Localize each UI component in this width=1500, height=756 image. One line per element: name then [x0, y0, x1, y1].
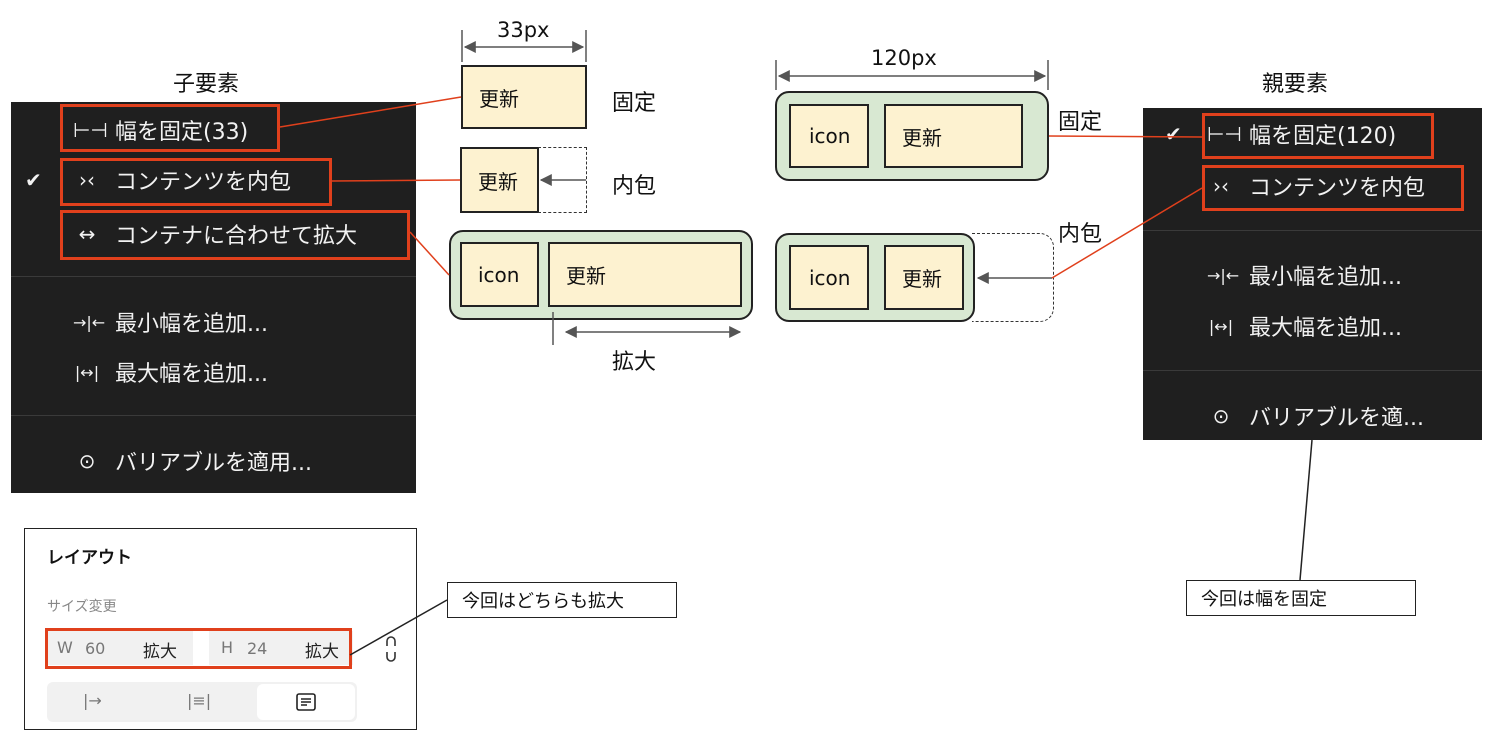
menu-item-fixed-width[interactable]: ⊢⊣ 幅を固定(33): [73, 110, 248, 150]
menu-item-label: コンテナに合わせて拡大: [115, 224, 358, 249]
child-size-menu: ⊢⊣ 幅を固定(33) ✔ ›‹ コンテンツを内包 ↔ コンテナに合わせて拡大 …: [11, 102, 416, 493]
fill-update-box: 更新: [548, 242, 742, 307]
text-layout-icon: [296, 693, 316, 711]
width-33px-label: 33px: [497, 18, 550, 42]
width-120px-label: 120px: [871, 46, 937, 70]
hug-contents-icon: ›‹: [1213, 174, 1229, 198]
menu-item-min-width[interactable]: →|← 最小幅を追加...: [1207, 255, 1402, 295]
menu-item-fill-container[interactable]: ↔ コンテナに合わせて拡大: [73, 214, 357, 254]
menu-item-label: バリアブルを適用...: [115, 451, 312, 476]
width-field-label: W: [57, 638, 73, 657]
layout-panel: レイアウト サイズ変更 W 60 拡大 H 24 拡大 |→ |≡|: [24, 528, 417, 730]
menu-item-label: 幅を固定(33): [115, 120, 249, 145]
parent-size-menu: ✔ ⊢⊣ 幅を固定(120) ›‹ コンテンツを内包 →|← 最小幅を追加...…: [1143, 108, 1482, 440]
min-width-icon: →|←: [73, 312, 106, 332]
child-menu-title: 子要素: [173, 72, 240, 97]
highlight-parent-hug-contents: [1202, 165, 1464, 211]
parent-menu-title: 親要素: [1262, 72, 1329, 97]
height-field-label: H: [221, 638, 234, 657]
checkmark-icon: ✔: [1165, 122, 1182, 146]
menu-item-label: 最小幅を追加...: [115, 312, 268, 337]
hug-parent-icon-box: icon: [789, 245, 869, 310]
menu-item-apply-variable[interactable]: ⊙ バリアブルを適...: [1207, 396, 1424, 436]
hug-parent-update-box: 更新: [884, 245, 964, 310]
highlight-parent-fixed-width: [1202, 113, 1434, 159]
text-layout-button[interactable]: [257, 684, 355, 720]
highlight-fixed-width: [60, 104, 280, 152]
parent-callout: 今回は幅を固定: [1186, 580, 1416, 616]
hug-contents-icon: ›‹: [79, 168, 95, 192]
menu-item-apply-variable[interactable]: ⊙ バリアブルを適用...: [73, 441, 312, 481]
fixed-parent-icon-box: icon: [789, 104, 869, 168]
variable-icon: ⊙: [78, 449, 96, 473]
menu-item-label: 幅を固定(120): [1249, 124, 1397, 149]
fixed-parent-update-box: 更新: [884, 104, 1023, 168]
menu-separator: [1143, 370, 1482, 371]
menu-item-label: 最大幅を追加...: [1249, 316, 1402, 341]
menu-item-label: 最大幅を追加...: [115, 362, 268, 387]
menu-item-max-width[interactable]: |↔| 最大幅を追加...: [1207, 306, 1402, 346]
fill-container-icon: ↔: [78, 222, 96, 246]
menu-item-hug-contents[interactable]: ✔ ›‹ コンテンツを内包: [11, 160, 291, 200]
menu-item-label: コンテンツを内包: [1249, 176, 1426, 201]
menu-item-min-width[interactable]: →|← 最小幅を追加...: [73, 302, 268, 342]
fill-icon-box: icon: [460, 242, 539, 307]
highlight-hug-contents: [60, 158, 332, 206]
menu-separator: [1143, 230, 1482, 231]
width-field[interactable]: W 60 拡大: [47, 631, 193, 665]
max-width-icon: |↔|: [1208, 316, 1234, 336]
wrap-flow-icon[interactable]: |≡|: [187, 691, 212, 710]
menu-item-max-width[interactable]: |↔| 最大幅を追加...: [73, 352, 268, 392]
menu-item-label: バリアブルを適...: [1249, 406, 1424, 431]
height-field[interactable]: H 24 拡大: [209, 631, 353, 665]
resize-section-label: サイズ変更: [47, 599, 117, 615]
fixed-label: 固定: [612, 91, 657, 116]
menu-item-label: コンテンツを内包: [115, 170, 292, 195]
hug-update-box: 更新: [460, 147, 539, 213]
hug-shrunk-area: [538, 147, 587, 213]
constrain-proportions-icon[interactable]: [385, 636, 396, 662]
direction-toggle-group: |→ |≡|: [47, 682, 357, 722]
layout-panel-title: レイアウト: [47, 548, 132, 568]
height-field-value: 24: [247, 639, 268, 658]
menu-separator: [11, 276, 416, 277]
menu-item-fixed-width[interactable]: ✔ ⊢⊣ 幅を固定(120): [1143, 114, 1396, 154]
hug-label: 内包: [612, 174, 657, 199]
parent-fixed-label: 固定: [1058, 110, 1103, 135]
max-width-icon: |↔|: [74, 362, 100, 382]
highlight-size-fields: [45, 628, 352, 669]
min-width-icon: →|←: [1207, 265, 1240, 285]
variable-icon: ⊙: [1212, 404, 1230, 428]
width-field-value: 60: [85, 639, 106, 658]
fill-label: 拡大: [612, 350, 657, 375]
child-callout: 今回はどちらも拡大: [447, 582, 677, 618]
height-mode[interactable]: 拡大: [305, 642, 339, 662]
menu-separator: [11, 415, 416, 416]
parent-hug-label: 内包: [1058, 222, 1103, 247]
menu-item-label: 最小幅を追加...: [1249, 265, 1402, 290]
width-mode[interactable]: 拡大: [143, 642, 177, 662]
horizontal-flow-icon[interactable]: |→: [83, 691, 102, 710]
fixed-update-box: 更新: [461, 65, 587, 129]
checkmark-icon: ✔: [25, 168, 42, 192]
menu-item-hug-contents[interactable]: ›‹ コンテンツを内包: [1207, 166, 1425, 206]
highlight-fill-container: [60, 210, 410, 260]
